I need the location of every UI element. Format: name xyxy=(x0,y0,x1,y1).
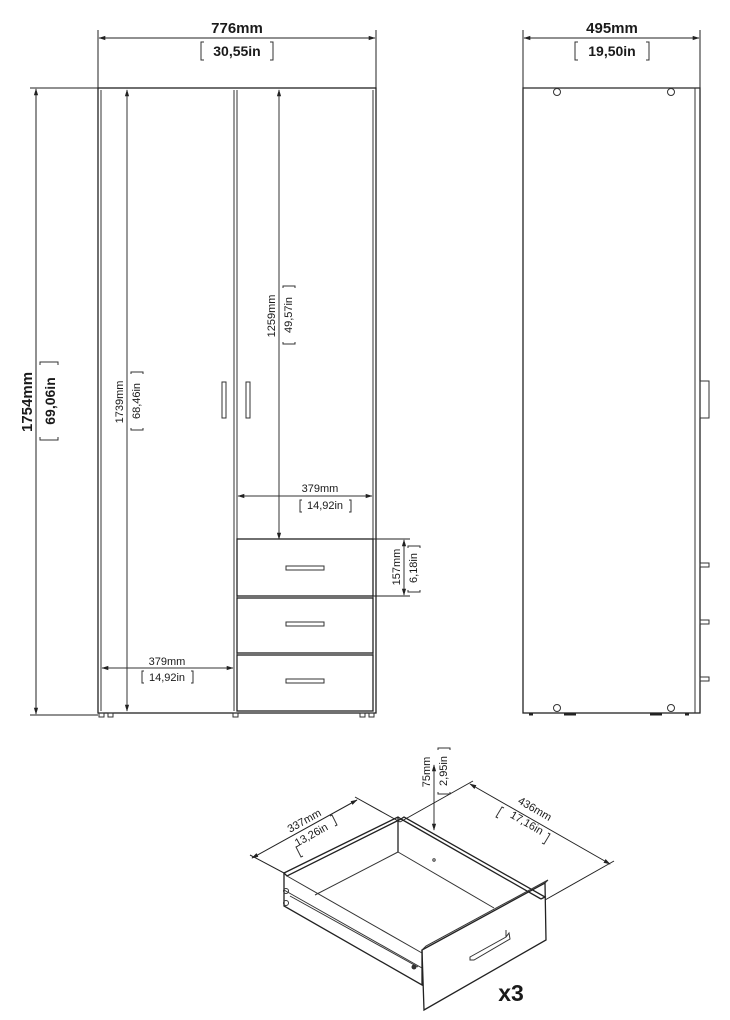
left-inner-width-mm: 379mm xyxy=(149,656,186,668)
drawer-2-handle xyxy=(285,621,325,627)
inner-height-mm: 1739mm xyxy=(114,381,126,424)
drawer-height-in-label: 2,95in xyxy=(438,756,450,786)
right-door-handle xyxy=(245,381,251,419)
drawer-front-handle xyxy=(469,931,511,961)
side-drawer-handle-1 xyxy=(699,562,710,568)
front-view: 776mm 30,55in 1754mm 69,06in 1739mm xyxy=(19,20,421,718)
drawer-3 xyxy=(236,654,374,712)
drawer-3-handle xyxy=(285,678,325,684)
front-height-mm: 1754mm xyxy=(19,372,36,432)
drawer-quantity: x3 xyxy=(498,980,524,1006)
upper-compartment-mm: 1259mm xyxy=(266,295,278,338)
drawer-height-mm: 157mm xyxy=(391,549,403,586)
side-view: 495mm 19,50in xyxy=(522,20,710,716)
side-depth-mm: 495mm xyxy=(586,20,638,37)
front-height-in: 69,06in xyxy=(42,377,58,424)
left-door-handle xyxy=(221,381,227,419)
drawer-stack xyxy=(236,538,374,712)
right-inner-width-in: 14,92in xyxy=(307,500,343,512)
side-door-handle xyxy=(699,380,710,419)
side-depth-in: 19,50in xyxy=(588,43,635,59)
inner-height-in: 68,46in xyxy=(131,383,143,419)
left-inner-width-in: 14,92in xyxy=(149,672,185,684)
side-drawer-handle-2 xyxy=(699,619,710,625)
drawer-front-panel xyxy=(421,881,547,1012)
drawer-detail: 337mm 13,26in 75mm 2,95in 436mm 17,16in xyxy=(249,747,615,1012)
side-drawer-handle-3 xyxy=(699,676,710,682)
drawer-2 xyxy=(236,597,374,654)
drawer-height-mm: 75mm xyxy=(421,757,433,788)
drawer-1 xyxy=(236,538,374,597)
front-width-in: 30,55in xyxy=(213,43,260,59)
drawer-height-in: 6,18in xyxy=(408,553,420,583)
right-inner-width-mm: 379mm xyxy=(302,483,339,495)
drawer-1-handle xyxy=(285,565,325,571)
front-width-mm: 776mm xyxy=(211,20,263,37)
upper-compartment-in: 49,57in xyxy=(283,297,295,333)
